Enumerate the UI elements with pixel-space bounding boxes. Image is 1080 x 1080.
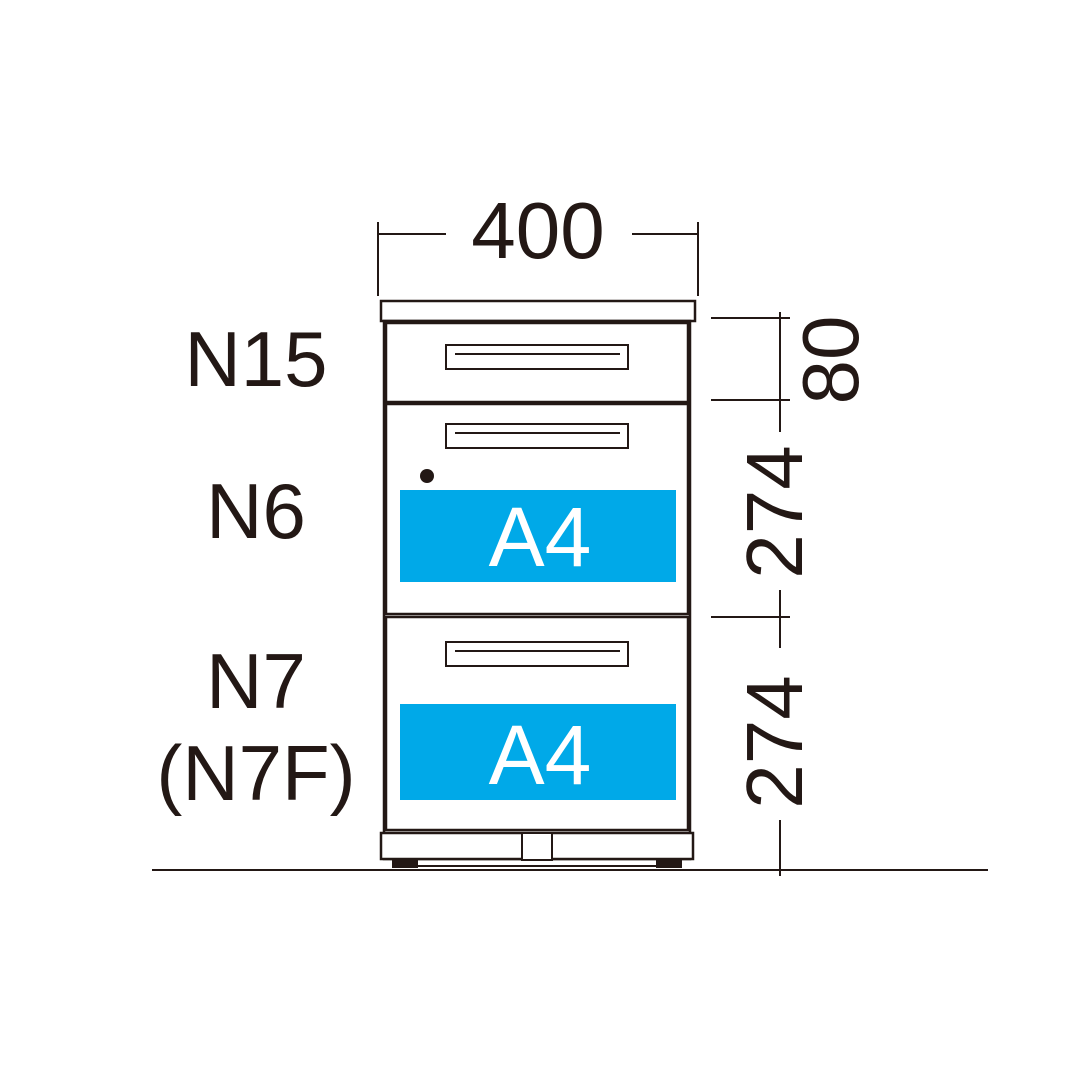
drawer-top-handle [445,344,629,370]
drawer-labels: N15 N6 N7 (N7F) [156,315,355,817]
badge-a4-bottom-text: A4 [489,708,592,802]
label-bottom-drawer-line1: N7 [206,637,306,725]
badge-a4-bottom [400,704,676,800]
drawer-bottom-handle [445,641,629,667]
label-middle-drawer: N6 [206,467,306,555]
badge-a4-middle-text: A4 [489,490,592,584]
top-plate [379,299,697,323]
label-top-drawer: N15 [184,315,327,403]
badge-a4-middle [400,490,676,582]
middle-drawer-height: 274 [730,445,819,578]
plinth-foot-center [521,832,553,861]
bottom-drawer-height: 274 [730,675,819,808]
drawer-middle-handle [445,423,629,449]
lock-icon [420,469,434,483]
width-value: 400 [471,186,604,275]
height-dimensions: 80 274 274 [711,312,875,876]
top-drawer-height: 80 [786,316,875,405]
caster-right [656,859,682,868]
label-bottom-drawer-line2: (N7F) [156,729,355,817]
cabinet: A4 A4 [379,299,697,868]
width-dimension: 400 [377,186,699,296]
caster-left [392,859,418,868]
